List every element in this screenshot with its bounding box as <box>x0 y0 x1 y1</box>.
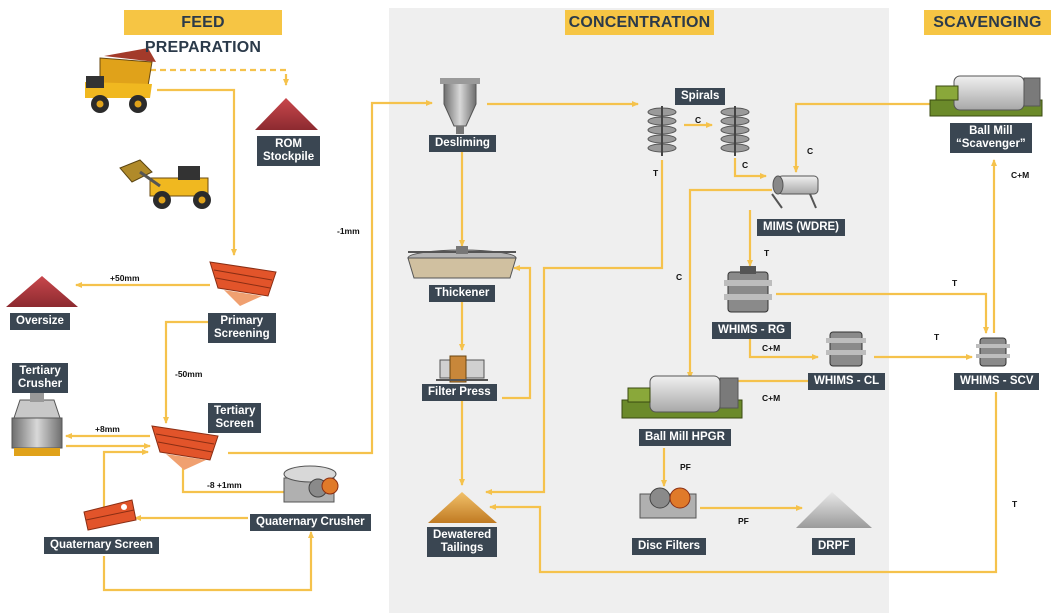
flow-label-minus8plus1: -8 +1mm <box>207 480 242 490</box>
section-header-concentration: CONCENTRATION <box>565 10 714 35</box>
flow-lines <box>65 68 998 592</box>
label-rom-stockpile: ROM Stockpile <box>257 136 321 166</box>
flow-scv-tailings <box>489 392 998 574</box>
filter-press-icon <box>436 355 488 383</box>
section-header-feed-preparation: FEED PREPARATION <box>124 10 282 56</box>
flow-mims-hpgr <box>687 188 772 379</box>
tertiary-screen-icon <box>151 425 219 470</box>
flow-filter-thickener <box>502 265 532 400</box>
quaternary-crusher-icon <box>283 465 339 503</box>
flow-label-c-spiral2: C <box>742 160 749 170</box>
flow-scavenger-mims <box>793 102 930 173</box>
flow-label-t-cl: T <box>934 332 940 342</box>
label-whims-cl: WHIMS - CL <box>808 373 886 390</box>
flow-label-pf-disc: PF <box>738 516 749 526</box>
flow-label-c-scavenger: C <box>807 146 814 156</box>
flow-qscreen-tertiary <box>102 449 149 508</box>
disc-filter-icon <box>639 487 697 519</box>
ball-mill-icon <box>929 75 1043 117</box>
label-filter-press: Filter Press <box>422 384 497 401</box>
flow-truck-rom <box>150 68 289 86</box>
flow-label-minus50: -50mm <box>175 369 203 379</box>
flow-label-t-rg: T <box>952 278 958 288</box>
flow-qscreen-loop <box>102 531 314 592</box>
oversize-pile-icon <box>6 276 78 307</box>
flow-label-pf-hpgr: PF <box>680 462 691 472</box>
label-dewatered-tailings: Dewatered Tailings <box>427 527 498 557</box>
whims-icon <box>724 266 772 313</box>
flow-label-plus8: +8mm <box>95 424 120 434</box>
section-header-scavenging: SCAVENGING <box>924 10 1051 35</box>
label-thickener: Thickener <box>429 285 496 302</box>
flow-label-minus1: -1mm <box>337 226 360 236</box>
flow-label-cm-scv: C+M <box>1011 170 1030 180</box>
wheel-loader-icon <box>119 159 211 209</box>
label-mims: MIMS (WDRE) <box>757 219 846 236</box>
flow-label-c-hpgr: C <box>676 272 683 282</box>
label-desliming: Desliming <box>429 135 496 152</box>
label-primary-screening: Primary Screening <box>208 313 276 343</box>
rom-stockpile-icon <box>255 98 318 130</box>
label-ball-mill-scavenger: Ball Mill “Scavenger” <box>950 123 1032 153</box>
flow-label-cm-cl: C+M <box>762 393 781 403</box>
flow-fines-desliming <box>228 100 433 455</box>
dewatered-tailings-pile-icon <box>428 492 497 523</box>
flow-label-cm-rg: C+M <box>762 343 781 353</box>
label-whims-rg: WHIMS - RG <box>712 322 792 339</box>
label-quaternary-screen: Quaternary Screen <box>44 537 159 554</box>
ball-mill-icon <box>621 375 743 419</box>
label-tertiary-crusher: Tertiary Crusher <box>12 363 69 393</box>
quaternary-screen-icon <box>83 499 137 531</box>
label-tertiary-screen: Tertiary Screen <box>208 403 262 433</box>
flow-truck-primary <box>157 88 237 256</box>
drum-separator-icon <box>771 175 819 209</box>
cone-crusher-icon <box>11 392 63 456</box>
label-drpf: DRPF <box>812 538 856 555</box>
label-spirals: Spirals <box>675 88 726 105</box>
flow-label-c-spirals: C <box>695 115 702 125</box>
flow-label-t-scv: T <box>1012 499 1018 509</box>
label-disc-filters: Disc Filters <box>632 538 706 555</box>
label-whims-scv: WHIMS - SCV <box>954 373 1040 390</box>
label-oversize: Oversize <box>10 313 70 330</box>
flow-rg-scv <box>776 292 989 334</box>
thickener-icon <box>407 246 517 279</box>
dump-truck-icon <box>85 48 156 113</box>
spiral-icon <box>720 106 750 156</box>
drpf-pile-icon <box>796 492 872 528</box>
flow-label-plus50: +50mm <box>110 273 140 283</box>
whims-icon <box>826 331 866 367</box>
primary-screen-icon <box>209 261 277 306</box>
label-ball-mill-hpgr: Ball Mill HPGR <box>639 429 731 446</box>
flow-spirals-tailings <box>485 160 664 495</box>
flow-label-t-mims: T <box>764 248 770 258</box>
flow-spiral2-mims <box>733 158 767 179</box>
hydrocyclone-icon <box>440 78 480 134</box>
whims-icon <box>976 337 1010 367</box>
flow-label-t-spirals: T <box>653 168 659 178</box>
spiral-icon <box>647 106 677 156</box>
label-quaternary-crusher: Quaternary Crusher <box>250 514 371 531</box>
flow-tertiary-quaternary <box>181 468 291 495</box>
